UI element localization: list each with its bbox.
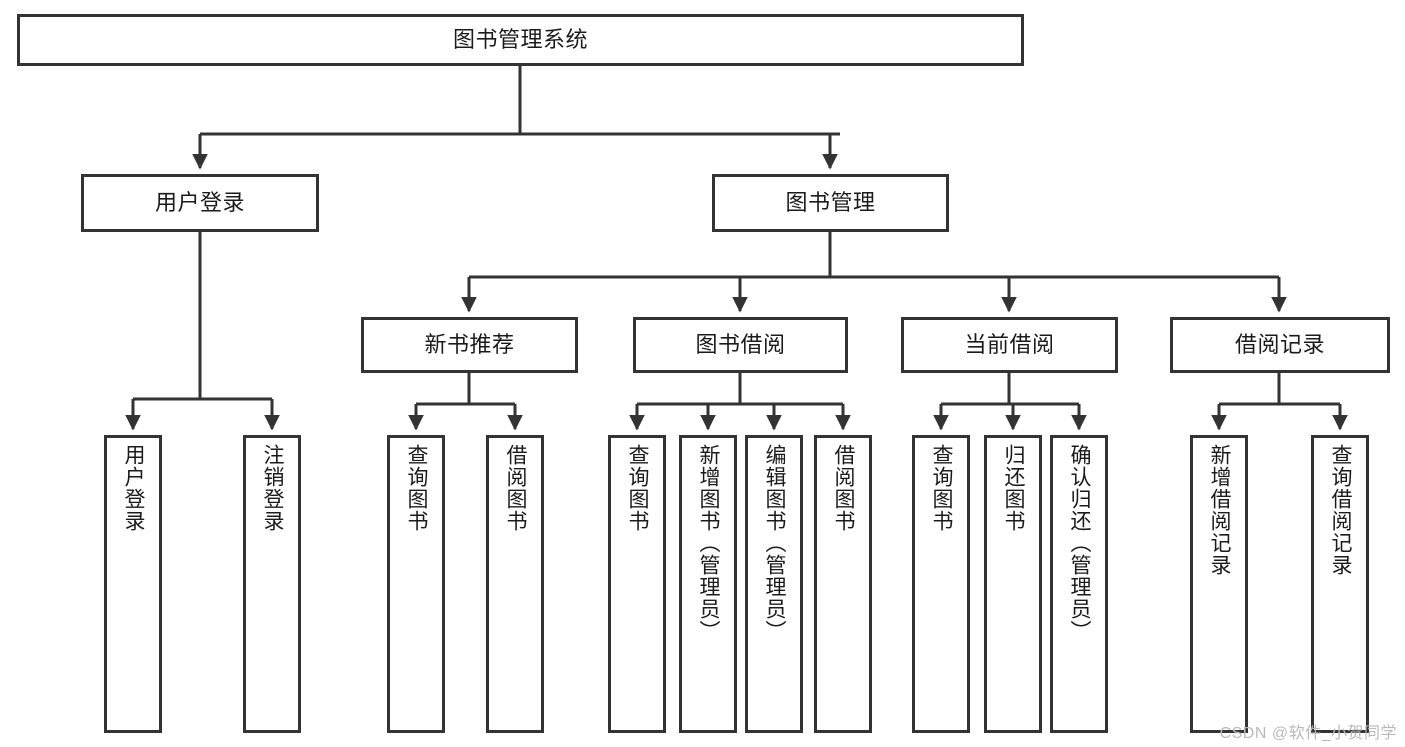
node-book-borrow[interactable]: 图书借阅 [633, 317, 848, 373]
leaf-user-login-label: 用户登录 [122, 444, 146, 532]
leaf-query-book-new[interactable]: 查询图书 [387, 435, 445, 733]
node-book-management[interactable]: 图书管理 [712, 174, 949, 232]
leaf-query-borrow-record-label: 查询借阅记录 [1329, 444, 1353, 576]
leaf-user-login[interactable]: 用户登录 [104, 435, 162, 733]
node-borrow-records-label: 借阅记录 [1234, 332, 1325, 358]
leaf-edit-book-admin[interactable]: 编辑图书（管理员） [745, 435, 803, 733]
leaf-lend-book[interactable]: 借阅图书 [814, 435, 872, 733]
node-current-borrow[interactable]: 当前借阅 [901, 317, 1118, 373]
leaf-edit-book-admin-label: 编辑图书（管理员） [763, 444, 787, 642]
leaf-logout[interactable]: 注销登录 [243, 435, 301, 733]
leaf-add-book-admin-label: 新增图书（管理员） [697, 444, 721, 642]
leaf-query-book-new-label: 查询图书 [405, 444, 429, 532]
leaf-query-book-current[interactable]: 查询图书 [912, 435, 970, 733]
node-root-label: 图书管理系统 [452, 27, 588, 53]
leaf-query-book-borrow[interactable]: 查询图书 [608, 435, 666, 733]
node-new-book-recommend[interactable]: 新书推荐 [361, 317, 578, 373]
node-new-book-recommend-label: 新书推荐 [424, 332, 515, 358]
leaf-logout-label: 注销登录 [261, 444, 285, 532]
leaf-borrow-book-new[interactable]: 借阅图书 [486, 435, 544, 733]
leaf-borrow-book-new-label: 借阅图书 [504, 444, 528, 532]
leaf-query-borrow-record[interactable]: 查询借阅记录 [1311, 435, 1369, 733]
node-borrow-records[interactable]: 借阅记录 [1170, 317, 1390, 373]
leaf-confirm-return-admin[interactable]: 确认归还（管理员） [1050, 435, 1108, 733]
leaf-query-book-borrow-label: 查询图书 [626, 444, 650, 532]
leaf-add-borrow-record-label: 新增借阅记录 [1208, 444, 1232, 576]
leaf-lend-book-label: 借阅图书 [832, 444, 856, 532]
leaf-query-book-current-label: 查询图书 [930, 444, 954, 532]
leaf-return-book[interactable]: 归还图书 [984, 435, 1042, 733]
leaf-confirm-return-admin-label: 确认归还（管理员） [1068, 444, 1092, 642]
node-book-management-label: 图书管理 [785, 190, 876, 216]
node-book-borrow-label: 图书借阅 [695, 332, 786, 358]
node-current-borrow-label: 当前借阅 [964, 332, 1055, 358]
leaf-add-book-admin[interactable]: 新增图书（管理员） [679, 435, 737, 733]
node-user-login[interactable]: 用户登录 [81, 174, 319, 232]
node-root[interactable]: 图书管理系统 [17, 14, 1024, 66]
csdn-watermark: CSDN @软件_小贺同学 [1219, 725, 1397, 742]
node-user-login-label: 用户登录 [154, 190, 245, 216]
leaf-return-book-label: 归还图书 [1002, 444, 1026, 532]
leaf-add-borrow-record[interactable]: 新增借阅记录 [1190, 435, 1248, 733]
